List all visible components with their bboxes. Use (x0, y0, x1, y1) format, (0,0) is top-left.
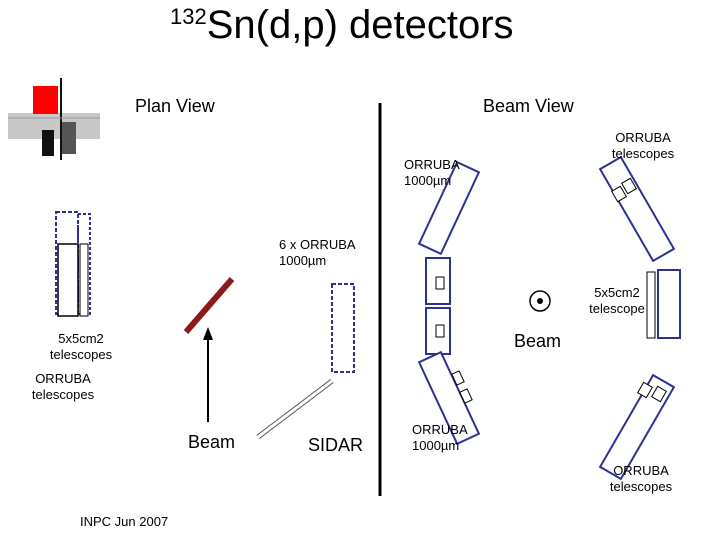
plan-orruba-telescopes-label: ORRUBA telescopes (31, 371, 95, 402)
page-title: 132Sn(d,p) detectors (170, 2, 514, 54)
plan-beam-arrow (203, 327, 213, 422)
title-mass-number: 132 (170, 4, 207, 29)
beamview-left-small-squares (435, 276, 473, 404)
sidar-label: SIDAR (308, 435, 364, 455)
plan-view-heading: Plan View (135, 96, 215, 116)
beam-spot (529, 290, 551, 312)
beamview-right-small-squares (610, 177, 668, 403)
logo-decoration (8, 78, 100, 160)
beam-view-heading: Beam View (483, 96, 574, 116)
plan-orruba-array (331, 283, 355, 373)
title-text: Sn(d,p) detectors (206, 3, 514, 47)
beamview-right-telescopes (598, 155, 681, 481)
plan-telescope-text: 5x5cm2 telescopes (49, 331, 113, 362)
plan-beam-label: Beam (188, 432, 236, 452)
beamview-orruba-telescopes-bottom-label: ORRUBA telescopes (609, 463, 673, 494)
beamview-telescope-5x5-label: 5x5cm2 telescope (589, 285, 645, 316)
plan-orruba-6x-label: 6 x ORRUBA 1000µm (279, 237, 355, 268)
beamview-orruba-1000-top-label: ORRUBA 1000µm (404, 157, 459, 188)
beamview-orruba-telescopes-top-label: ORRUBA telescopes (611, 130, 675, 161)
footer-text: INPC Jun 2007 (80, 514, 169, 529)
beamview-beam-label: Beam (514, 331, 562, 351)
target-bar (183, 277, 235, 334)
sidar-detector (256, 379, 334, 439)
plan-telescope-stack (55, 211, 91, 317)
beamview-left-detectors (417, 160, 481, 446)
beamview-orruba-1000-bottom-label: ORRUBA 1000µm (412, 422, 467, 453)
plan-telescope-label: 5x5cm2 telescopes (38, 331, 124, 363)
